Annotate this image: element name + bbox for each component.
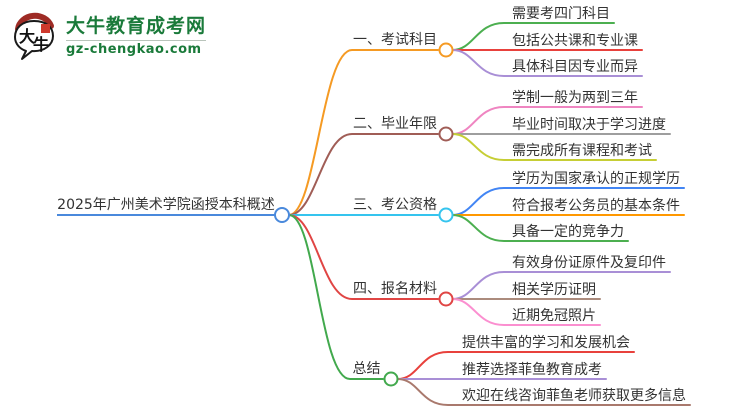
branch-node-label[interactable]: 四、报名材料 bbox=[353, 281, 437, 297]
brand-logo: 大 牛 大牛教育成考网 gz-chengkao.com bbox=[10, 12, 207, 62]
leaf-node-label[interactable]: 相关学历证明 bbox=[512, 282, 596, 298]
leaf-node-label[interactable]: 毕业时间取决于学习进度 bbox=[512, 117, 666, 133]
branch-connector bbox=[288, 214, 439, 300]
brand-domain: gz-chengkao.com bbox=[66, 40, 207, 58]
root-node-handle[interactable] bbox=[274, 207, 290, 223]
logo-bubble-char-bottom: 牛 bbox=[33, 35, 49, 54]
branch-node-handle[interactable] bbox=[438, 291, 454, 307]
leaf-node-label[interactable]: 近期免冠照片 bbox=[512, 308, 596, 324]
brand-name: 大牛教育成考网 bbox=[66, 15, 207, 38]
leaf-connector bbox=[451, 298, 601, 326]
branch-node-handle[interactable] bbox=[383, 371, 399, 387]
leaf-connector bbox=[451, 214, 629, 242]
branch-connector bbox=[288, 214, 384, 380]
branch-node-label[interactable]: 总结 bbox=[353, 361, 381, 377]
leaf-node-label[interactable]: 有效身份证原件及复印件 bbox=[512, 254, 666, 271]
leaf-node-label[interactable]: 符合报考公务员的基本条件 bbox=[512, 197, 680, 214]
leaf-node-label[interactable]: 具体科目因专业而异 bbox=[512, 59, 638, 75]
leaf-node-label[interactable]: 需要考四门科目 bbox=[512, 6, 610, 22]
leaf-node-label[interactable]: 学历为国家承认的正规学历 bbox=[512, 170, 680, 187]
brand-logo-icon: 大 牛 bbox=[14, 12, 54, 60]
leaf-node-label[interactable]: 具备一定的竞争力 bbox=[512, 223, 624, 240]
leaf-connector bbox=[451, 133, 657, 161]
branch-node-label[interactable]: 二、毕业年限 bbox=[353, 116, 437, 132]
leaf-node-label[interactable]: 推荐选择菲鱼教育成考 bbox=[462, 361, 602, 378]
leaf-connector bbox=[396, 378, 691, 406]
branch-node-handle[interactable] bbox=[438, 207, 454, 223]
leaf-connector bbox=[451, 49, 643, 77]
leaf-node-label[interactable]: 提供丰富的学习和发展机会 bbox=[462, 334, 630, 351]
root-node-label[interactable]: 2025年广州美术学院函授本科概述 bbox=[57, 197, 275, 213]
branch-connector bbox=[288, 49, 439, 216]
branch-node-handle[interactable] bbox=[438, 42, 454, 58]
leaf-node-label[interactable]: 包括公共课和专业课 bbox=[512, 33, 638, 49]
logo-bubble-char-top: 大 bbox=[19, 27, 35, 46]
branch-node-label[interactable]: 三、考公资格 bbox=[353, 197, 437, 213]
branch-node-label[interactable]: 一、考试科目 bbox=[353, 32, 437, 48]
leaf-node-label[interactable]: 需完成所有课程和考试 bbox=[512, 143, 652, 159]
branch-node-handle[interactable] bbox=[438, 126, 454, 142]
branch-connector bbox=[288, 133, 439, 216]
leaf-node-label[interactable]: 学制一般为两到三年 bbox=[512, 90, 638, 106]
leaf-node-label[interactable]: 欢迎在线咨询菲鱼老师获取更多信息 bbox=[462, 387, 686, 404]
